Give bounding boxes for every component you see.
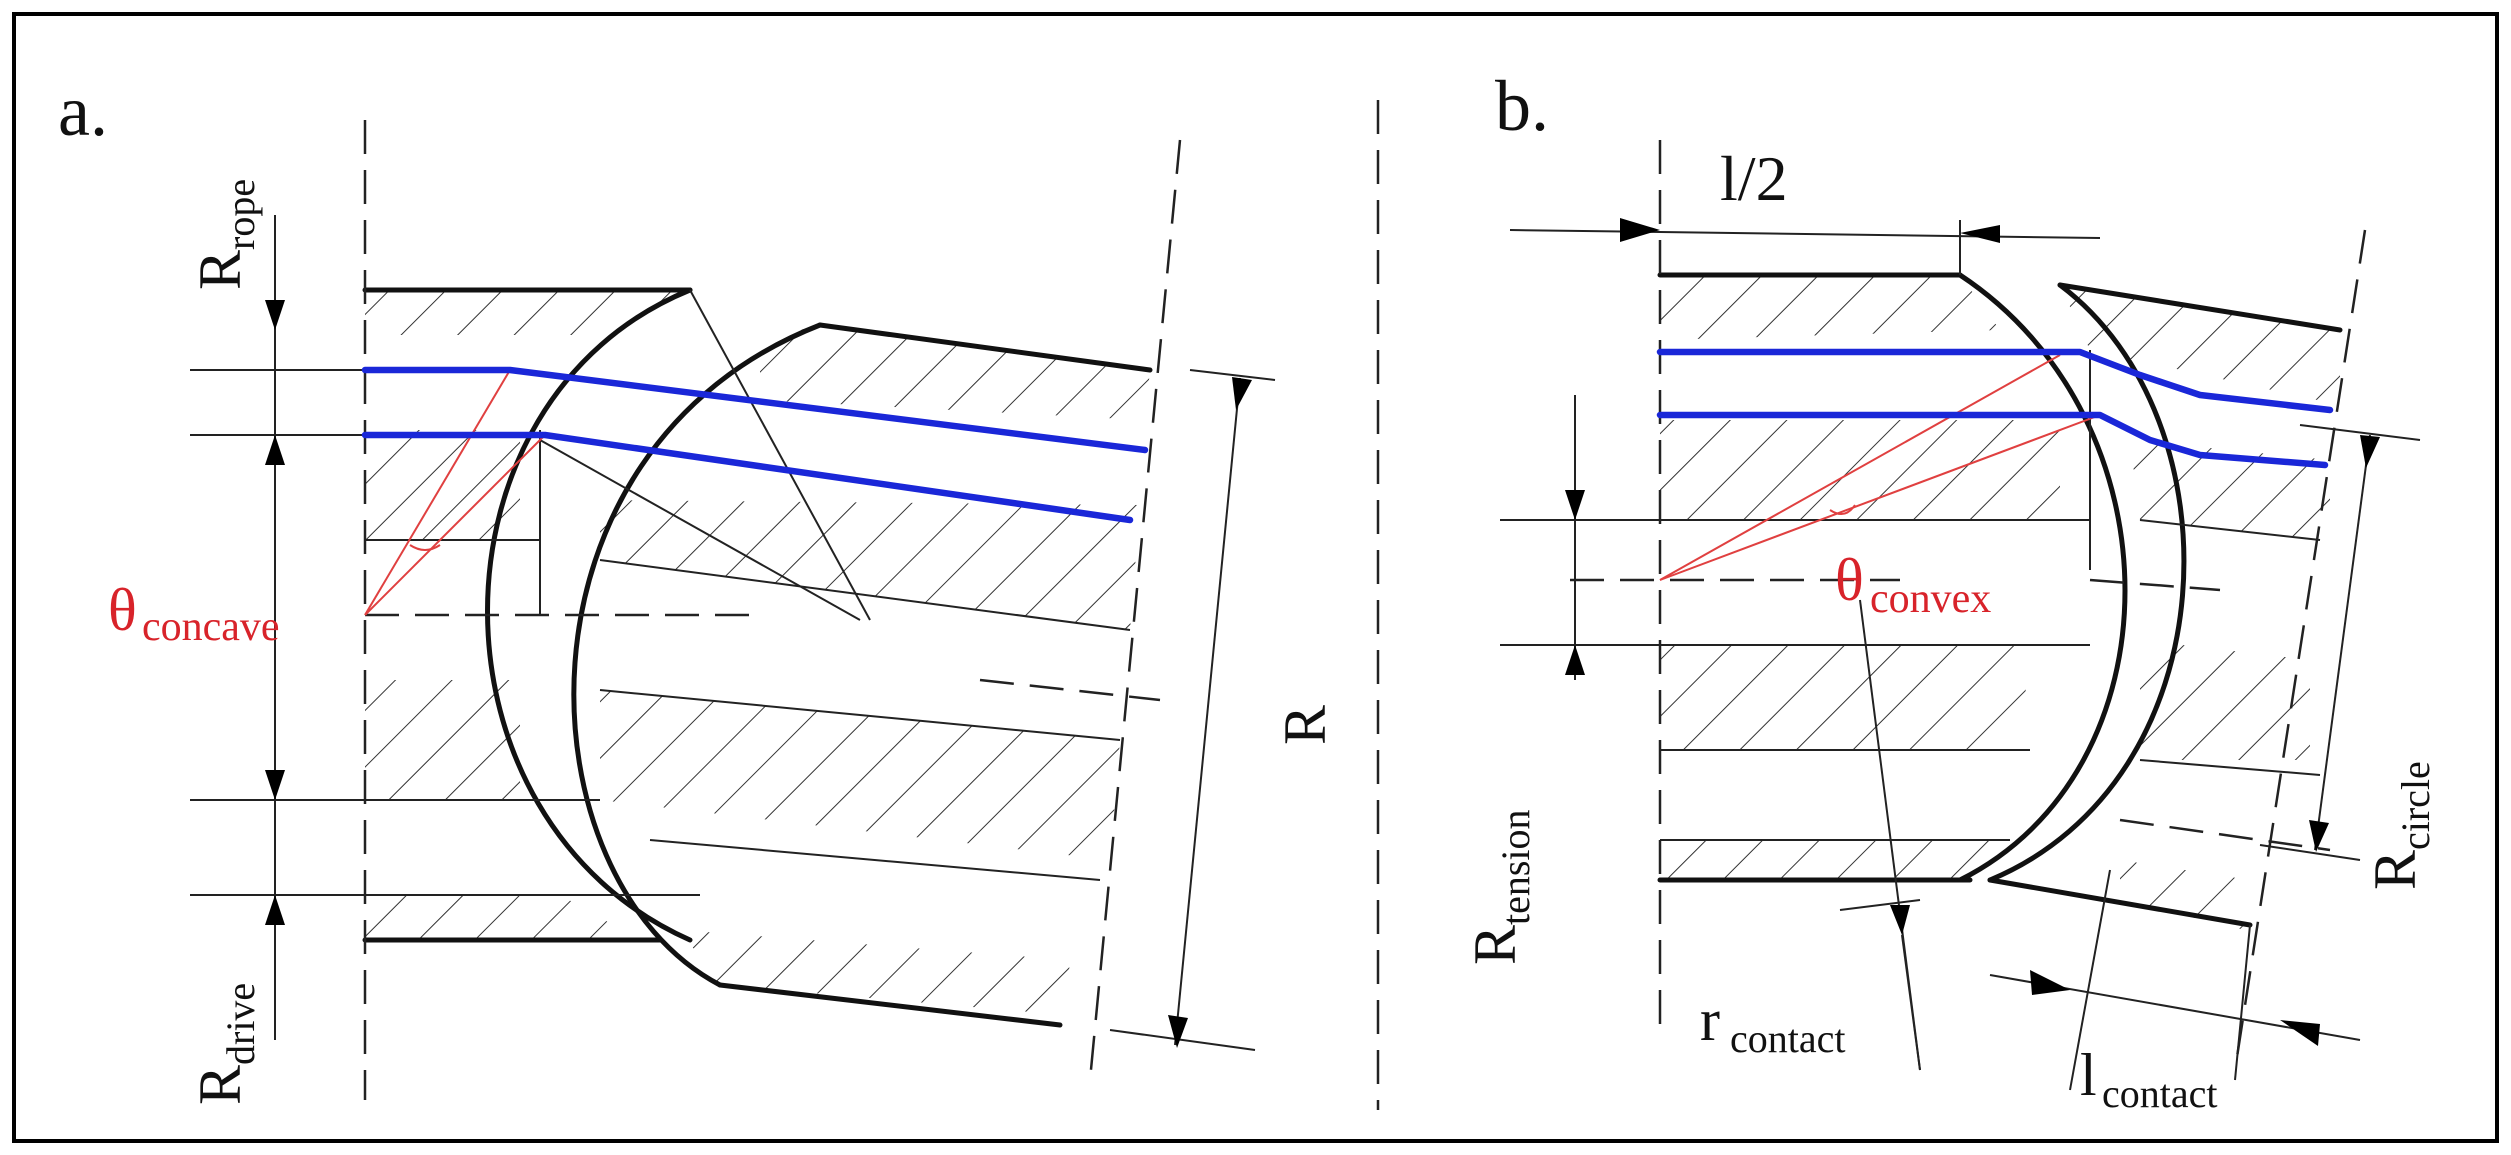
- r-tension-label: R tension: [1462, 809, 1538, 965]
- panel-b-label: b.: [1495, 66, 1549, 146]
- svg-text:rope: rope: [218, 179, 263, 250]
- svg-text:R: R: [187, 1065, 253, 1105]
- panel-a-label: a.: [58, 71, 108, 151]
- half-length-label: l/2: [1720, 143, 1788, 214]
- svg-text:R: R: [1272, 705, 1338, 745]
- svg-text:R: R: [187, 250, 253, 290]
- tilted-sheave-hatching: [600, 325, 1150, 1015]
- svg-text:convex: convex: [1870, 576, 1991, 622]
- theta-concave-label: θ concave: [108, 577, 280, 650]
- right-sheave-hatching-b: [2060, 285, 2340, 930]
- r-drive-label: R drive: [187, 983, 263, 1105]
- svg-text:R: R: [1462, 925, 1528, 965]
- svg-text:R: R: [2362, 850, 2428, 890]
- svg-text:θ: θ: [1835, 547, 1864, 613]
- theta-convex-label: θ convex: [1835, 547, 1991, 622]
- left-sheave-hatching-b: [1660, 275, 2060, 880]
- r-circle-label: R circle: [2362, 761, 2438, 890]
- svg-text:l: l: [2080, 1042, 2097, 1108]
- svg-text:r: r: [1700, 987, 1720, 1053]
- svg-text:θ: θ: [108, 577, 137, 643]
- svg-text:contact: contact: [1730, 1016, 1846, 1061]
- l-contact-label: l contact: [2080, 1042, 2218, 1116]
- svg-text:tension: tension: [1493, 809, 1538, 925]
- svg-text:circle: circle: [2393, 761, 2438, 850]
- r-contact-label: r contact: [1700, 987, 1846, 1061]
- outer-frame: [12, 12, 2499, 1143]
- svg-text:contact: contact: [2102, 1071, 2218, 1116]
- svg-text:drive: drive: [218, 983, 263, 1065]
- svg-text:concave: concave: [142, 604, 280, 650]
- r-label-a: R: [1272, 705, 1338, 745]
- panel-b: b. l/2 R tension θ convex R circle r con…: [1462, 66, 2438, 1116]
- panel-a: a. R rope R drive θ concave R: [58, 71, 1380, 1110]
- r-rope-label: R rope: [187, 179, 263, 290]
